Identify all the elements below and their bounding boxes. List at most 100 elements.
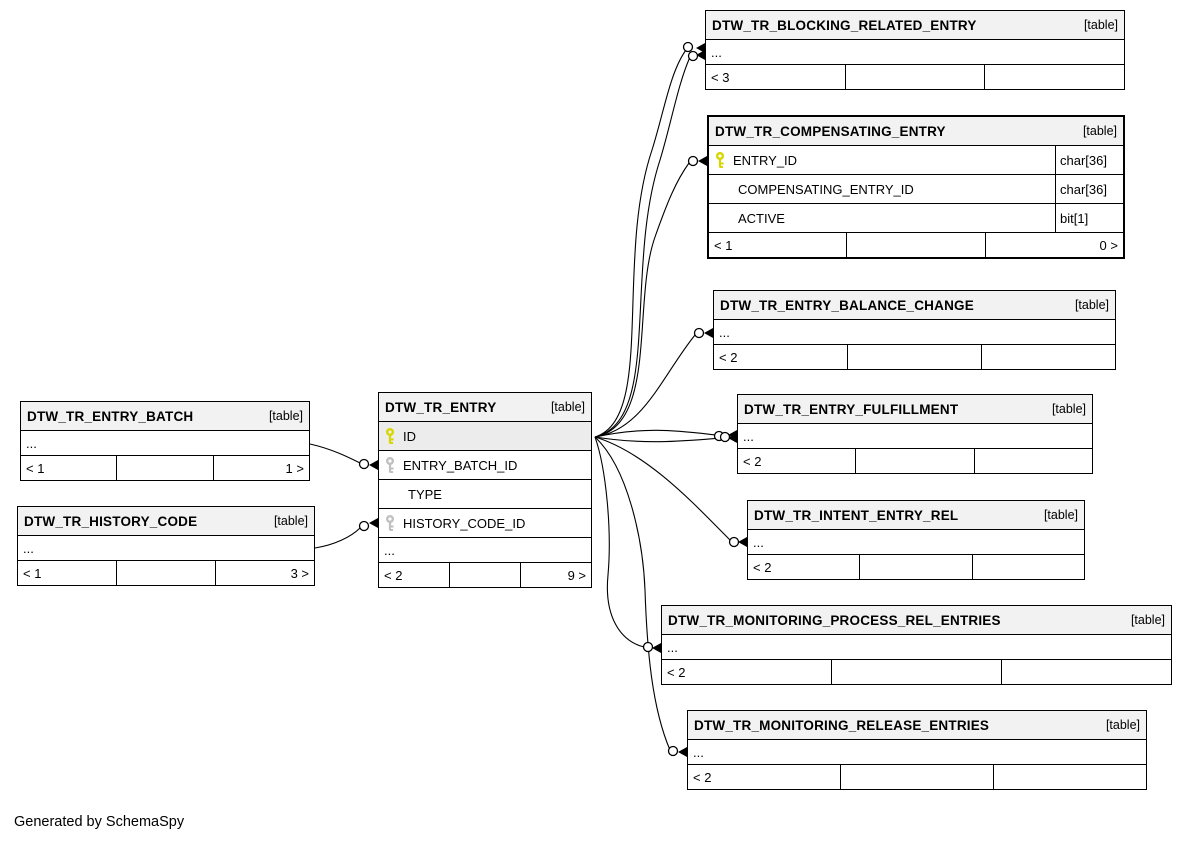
table-name[interactable]: DTW_TR_ENTRY_BALANCE_CHANGE (720, 297, 974, 313)
table-name[interactable]: DTW_TR_ENTRY (385, 399, 497, 415)
primary-key-icon (379, 427, 403, 445)
footer-cell-mid (844, 65, 985, 89)
ellipsis-label: ... (667, 639, 678, 655)
table-footer: < 3 (706, 65, 1124, 89)
connector-arrow-compensating (698, 156, 707, 166)
table-header: DTW_TR_HISTORY_CODE[table] (18, 507, 314, 536)
table-name[interactable]: DTW_TR_ENTRY_BATCH (27, 408, 194, 424)
table-box-dtw_tr_blocking_related_entry[interactable]: DTW_TR_BLOCKING_RELATED_ENTRY [table]... <… (705, 10, 1125, 90)
table-box-dtw_tr_compensating_entry[interactable]: DTW_TR_COMPENSATING_ENTRY [table] ENTRY_ID… (707, 115, 1125, 259)
table-header: DTW_TR_MONITORING_RELEASE_ENTRIES [table] (688, 711, 1146, 740)
table-box-dtw_tr_monitoring_process_rel_entries[interactable]: DTW_TR_MONITORING_PROCESS_REL_ENTRIES[ta… (661, 605, 1172, 685)
connector-arrow-intent (738, 537, 747, 547)
table-tag: [table] (550, 400, 585, 414)
footer-cell-right (973, 449, 1092, 473)
table-header: DTW_TR_INTENT_ENTRY_REL[table] (748, 501, 1084, 530)
ellipsis-label: ... (384, 542, 395, 558)
footer-cell-right (1001, 660, 1171, 684)
connector-arrow-monitoring-process (652, 643, 661, 653)
table-footer: < 2 (748, 555, 1084, 579)
table-box-dtw_tr_entry_fulfillment[interactable]: DTW_TR_ENTRY_FULFILLMENT [table]... < 2 (737, 394, 1093, 474)
ellipsis-label: ... (711, 44, 722, 60)
ellipsis-label: ... (753, 534, 764, 550)
table-name[interactable]: DTW_TR_COMPENSATING_ENTRY (715, 123, 946, 139)
table-header: DTW_TR_MONITORING_PROCESS_REL_ENTRIES[ta… (662, 606, 1171, 635)
connector-arrow-balance-change (704, 328, 713, 338)
connector-arrow-entry-batch-fk (369, 460, 378, 470)
footer-cell-left: < 2 (753, 559, 772, 575)
table-box-dtw_tr_intent_entry_rel[interactable]: DTW_TR_INTENT_ENTRY_REL[table]... < 2 (747, 500, 1085, 580)
table-tag: [table] (1051, 402, 1086, 416)
column-name: ACTIVE (738, 210, 785, 226)
table-tag: [table] (1074, 298, 1109, 312)
connector-dot-blocking-1 (682, 41, 694, 53)
table-name[interactable]: DTW_TR_MONITORING_PROCESS_REL_ENTRIES (668, 612, 1001, 628)
rel-line-entry-to-fulfillment-1 (594, 429, 717, 438)
table-name[interactable]: DTW_TR_MONITORING_RELEASE_ENTRIES (694, 717, 990, 733)
rel-line-entry-to-monitoring-process (594, 436, 645, 648)
ellipsis-label: ... (719, 324, 730, 340)
ellipsis-label: ... (23, 540, 34, 556)
column-type: char[36] (1055, 175, 1123, 203)
footer-cell-left: < 1 (714, 237, 733, 253)
footer-cell-mid (846, 233, 984, 257)
table-box-dtw_tr_entry_balance_change[interactable]: DTW_TR_ENTRY_BALANCE_CHANGE [table]... < 2 (713, 290, 1116, 370)
column-name: ENTRY_ID (733, 152, 798, 168)
rel-line-batch-to-entry (309, 443, 361, 464)
column-row-ellipsis: ... (706, 40, 1124, 65)
footer-cell-left: < 2 (384, 567, 403, 583)
table-tag: [table] (1082, 124, 1117, 138)
footer-cell-mid (116, 561, 215, 585)
column-row-id: ID (379, 422, 591, 451)
foreign-key-icon (379, 514, 403, 532)
connector-dot-monitoring-release (667, 745, 679, 757)
footer-cell-left: < 3 (711, 69, 730, 85)
footer-cell-right (993, 765, 1146, 789)
column-row-ellipsis: ... (379, 538, 591, 563)
table-box-dtw_tr_history_code[interactable]: DTW_TR_HISTORY_CODE[table]... < 1 3 > (17, 506, 315, 586)
table-tag: [table] (268, 409, 303, 423)
connector-dot-entry-batch-fk (358, 458, 370, 470)
column-name: TYPE (408, 486, 442, 502)
table-tag: [table] (1083, 18, 1118, 32)
column-row-ellipsis: ... (18, 536, 314, 561)
table-footer: < 1 3 > (18, 561, 314, 585)
table-footer: < 2 (688, 765, 1146, 789)
rel-line-entry-to-intent (594, 436, 731, 541)
connector-dot-balance-change (693, 327, 705, 339)
table-name[interactable]: DTW_TR_HISTORY_CODE (24, 513, 198, 529)
table-tag: [table] (1105, 718, 1140, 732)
table-name[interactable]: DTW_TR_BLOCKING_RELATED_ENTRY (712, 17, 977, 33)
footer-cell-mid (116, 456, 212, 480)
rel-line-history-to-entry (314, 527, 361, 549)
footer-cell-left: < 1 (23, 565, 42, 581)
column-row-ellipsis: ... (738, 424, 1092, 449)
footer-cell-right (984, 65, 1124, 89)
column-row-entry_batch_id: ENTRY_BATCH_ID (379, 451, 591, 480)
table-header: DTW_TR_BLOCKING_RELATED_ENTRY [table] (706, 11, 1124, 40)
connector-arrow-blocking-2 (696, 50, 705, 60)
column-row-type: TYPE (379, 480, 591, 509)
table-header: DTW_TR_ENTRY_BALANCE_CHANGE [table] (714, 291, 1115, 320)
table-box-dtw_tr_monitoring_release_entries[interactable]: DTW_TR_MONITORING_RELEASE_ENTRIES [table]… (687, 710, 1147, 790)
table-name[interactable]: DTW_TR_INTENT_ENTRY_REL (754, 507, 959, 523)
footer-cell-right: 3 > (215, 561, 314, 585)
footer-cell-left: < 2 (667, 664, 686, 680)
footer-cell-left: < 2 (743, 453, 762, 469)
footer-cell-mid (847, 345, 981, 369)
table-header: DTW_TR_COMPENSATING_ENTRY [table] (709, 117, 1123, 146)
rel-line-entry-to-monitoring-release (594, 436, 671, 751)
table-name[interactable]: DTW_TR_ENTRY_FULFILLMENT (744, 401, 959, 417)
generator-note: Generated by SchemaSpy (14, 814, 185, 830)
primary-key-icon (709, 151, 733, 169)
connector-dot-fulfillment-1 (713, 430, 725, 442)
connector-arrow-fulfillment-1 (728, 430, 737, 440)
rel-line-entry-to-balance-change (594, 334, 696, 438)
footer-cell-left: < 2 (719, 349, 738, 365)
ellipsis-label: ... (26, 435, 37, 451)
